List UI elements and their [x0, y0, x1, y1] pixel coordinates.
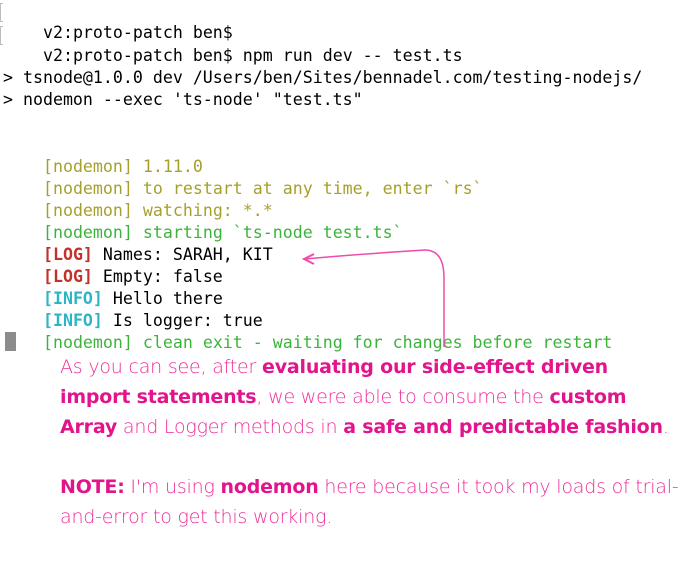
annotation-text: , we were able to consume the: [256, 386, 550, 408]
nodemon-tag: [nodemon]: [42, 223, 133, 242]
annotation-text: .: [662, 416, 669, 438]
annotation-paragraph: As you can see, after evaluating our sid…: [60, 352, 680, 442]
info-line: [INFO] Hello there: [3, 266, 223, 308]
nodemon-text: clean exit - waiting for changes before …: [132, 333, 613, 352]
line-marker: [0, 3, 3, 22]
info-text: Is logger: true: [102, 311, 263, 330]
line-marker: [0, 26, 3, 45]
annotation-emphasis: nodemon: [220, 476, 319, 498]
info-tag: [INFO]: [42, 311, 103, 330]
terminal-window[interactable]: v2:proto-patch ben$ v2:proto-patch ben$ …: [0, 0, 700, 360]
nodemon-tag: [nodemon]: [42, 333, 133, 352]
info-line: [INFO] Is logger: true: [3, 288, 263, 330]
prompt-line: v2:proto-patch ben$: [0, 0, 233, 42]
log-line: [LOG] Empty: false: [3, 244, 223, 286]
nodemon-text: starting `ts-node test.ts`: [132, 223, 403, 242]
annotation-paragraph: NOTE: I'm using nodemon here because it …: [60, 472, 680, 532]
nodemon-line: [nodemon] 1.11.0: [3, 134, 203, 176]
prompt: v2:proto-patch ben$: [42, 46, 233, 65]
annotation-emphasis: custom Array: [60, 386, 627, 438]
prompt-line: v2:proto-patch ben$ npm run dev -- test.…: [0, 23, 463, 65]
terminal-cursor: [5, 332, 16, 351]
annotation-note: As you can see, after evaluating our sid…: [60, 352, 680, 562]
annotation-text: and Logger methods in: [117, 416, 344, 438]
nodemon-exit-line: [nodemon] clean exit - waiting for chang…: [3, 310, 612, 352]
prompt: v2:proto-patch ben$: [42, 23, 233, 42]
nodemon-text: to restart at any time, enter `rs`: [132, 179, 483, 198]
command: npm run dev -- test.ts: [232, 46, 463, 65]
log-tag: [LOG]: [42, 267, 93, 286]
annotation-text: As you can see, after: [60, 356, 263, 378]
nodemon-line: [nodemon] watching: *.*: [3, 178, 273, 220]
nodemon-text: watching: *.*: [132, 201, 273, 220]
annotation-emphasis: NOTE:: [60, 476, 125, 498]
log-text: Empty: false: [92, 267, 223, 286]
npm-output-line: > tsnode@1.0.0 dev /Users/ben/Sites/benn…: [3, 68, 643, 87]
nodemon-tag: [nodemon]: [42, 157, 133, 176]
nodemon-tag: [nodemon]: [42, 179, 133, 198]
annotation-text: I'm using: [124, 476, 221, 498]
info-text: Hello there: [102, 289, 223, 308]
nodemon-tag: [nodemon]: [42, 201, 133, 220]
npm-output-line: > nodemon --exec 'ts-node' "test.ts": [3, 90, 363, 109]
log-line: [LOG] Names: SARAH, KIT: [3, 222, 273, 264]
annotation-emphasis: a safe and predictable fashion: [343, 416, 663, 438]
nodemon-text: 1.11.0: [132, 157, 203, 176]
nodemon-line: [nodemon] to restart at any time, enter …: [3, 156, 483, 198]
annotation-text: here because it took my loads of trial-a…: [60, 476, 679, 528]
log-tag: [LOG]: [42, 245, 93, 264]
info-tag: [INFO]: [42, 289, 103, 308]
log-text: Names: SARAH, KIT: [92, 245, 273, 264]
nodemon-line: [nodemon] starting `ts-node test.ts`: [3, 200, 403, 242]
annotation-emphasis: evaluating our side-effect driven import…: [60, 356, 609, 408]
